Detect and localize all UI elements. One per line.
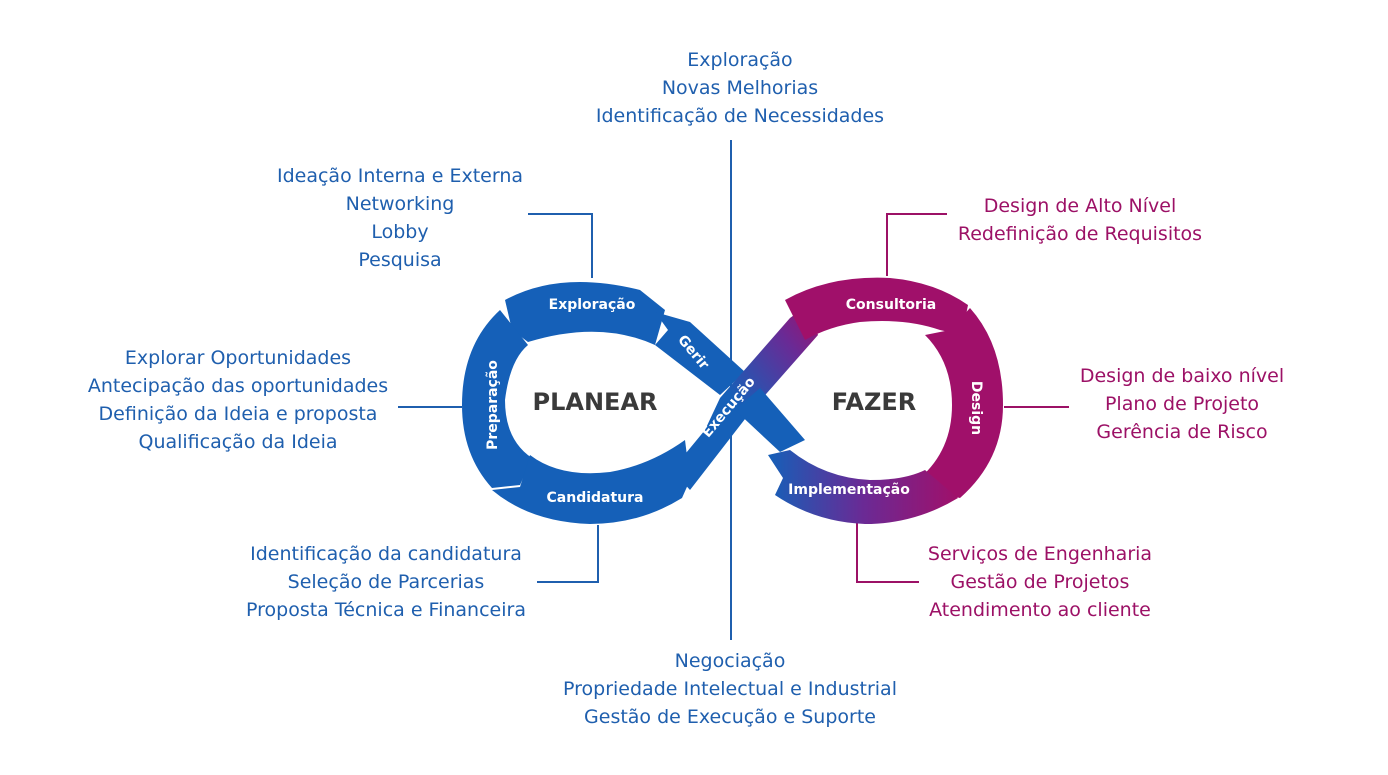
annotation-line: Networking bbox=[345, 193, 455, 215]
segment-exploracao[interactable] bbox=[505, 282, 665, 345]
segment-execucao-lower bbox=[735, 388, 805, 452]
segment-implementacao[interactable] bbox=[768, 450, 958, 524]
annotation-line: Redefinição de Requisitos bbox=[957, 223, 1203, 245]
connector-exploracao bbox=[528, 213, 593, 278]
annotation-consultoria: Design de Alto Nível Redefinição de Requ… bbox=[940, 192, 1220, 248]
center-label-fazer: FAZER bbox=[832, 388, 917, 416]
label-consultoria: Consultoria bbox=[846, 297, 936, 313]
annotation-line: Gerência de Risco bbox=[1096, 421, 1268, 443]
annotation-design: Design de baixo nível Plano de Projeto G… bbox=[1062, 362, 1302, 446]
segment-gerir[interactable] bbox=[655, 312, 745, 395]
annotation-line: Gestão de Execução e Suporte bbox=[584, 706, 876, 728]
annotation-line: Lobby bbox=[371, 221, 429, 243]
label-exploracao: Exploração bbox=[549, 297, 636, 313]
annotation-bottom: Negociação Propriedade Intelectual e Ind… bbox=[550, 647, 910, 731]
annotation-line: Atendimento ao cliente bbox=[929, 599, 1151, 621]
annotation-line: Design de baixo nível bbox=[1079, 365, 1285, 387]
annotation-line: Exploração bbox=[687, 49, 793, 71]
annotation-line: Identificação de Necessidades bbox=[595, 105, 885, 127]
annotation-preparacao: Explorar Oportunidades Antecipação das o… bbox=[78, 344, 398, 456]
center-label-planear: PLANEAR bbox=[533, 388, 658, 416]
annotation-line: Propriedade Intelectual e Industrial bbox=[563, 678, 897, 700]
annotation-line: Seleção de Parcerias bbox=[287, 571, 485, 593]
connector-candidatura bbox=[537, 525, 599, 583]
segment-execucao[interactable] bbox=[672, 305, 818, 490]
annotation-line: Antecipação das oportunidades bbox=[87, 375, 389, 397]
annotation-line: Design de Alto Nível bbox=[983, 195, 1177, 217]
connector-implementacao bbox=[856, 522, 919, 583]
annotation-line: Identificação da candidatura bbox=[250, 543, 522, 565]
annotation-line: Explorar Oportunidades bbox=[124, 347, 352, 369]
connector-consultoria bbox=[886, 213, 947, 276]
annotation-line: Definição da Ideia e proposta bbox=[98, 403, 378, 425]
annotation-line: Pesquisa bbox=[358, 249, 442, 271]
segment-design[interactable] bbox=[920, 308, 1003, 498]
label-implementacao: Implementação bbox=[788, 482, 910, 498]
annotation-top: Exploração Novas Melhorias Identificação… bbox=[580, 46, 900, 130]
label-design: Design bbox=[968, 381, 984, 435]
annotation-line: Ideação Interna e Externa bbox=[276, 165, 524, 187]
annotation-exploracao: Ideação Interna e Externa Networking Lob… bbox=[260, 162, 540, 274]
label-candidatura: Candidatura bbox=[547, 490, 644, 506]
annotation-line: Novas Melhorias bbox=[661, 77, 819, 99]
annotation-candidatura: Identificação da candidatura Seleção de … bbox=[236, 540, 536, 624]
segment-consultoria[interactable] bbox=[785, 277, 968, 340]
annotation-implementacao: Serviços de Engenharia Gestão de Projeto… bbox=[912, 540, 1168, 624]
segment-preparacao[interactable] bbox=[462, 310, 532, 488]
annotation-line: Proposta Técnica e Financeira bbox=[246, 599, 526, 621]
annotation-line: Plano de Projeto bbox=[1104, 393, 1260, 415]
annotation-line: Serviços de Engenharia bbox=[927, 543, 1153, 565]
annotation-line: Negociação bbox=[674, 650, 786, 672]
annotation-line: Qualificação da Ideia bbox=[138, 431, 338, 453]
annotation-line: Gestão de Projetos bbox=[950, 571, 1130, 593]
segment-candidatura[interactable] bbox=[492, 440, 690, 524]
label-preparacao: Preparação bbox=[485, 360, 501, 450]
